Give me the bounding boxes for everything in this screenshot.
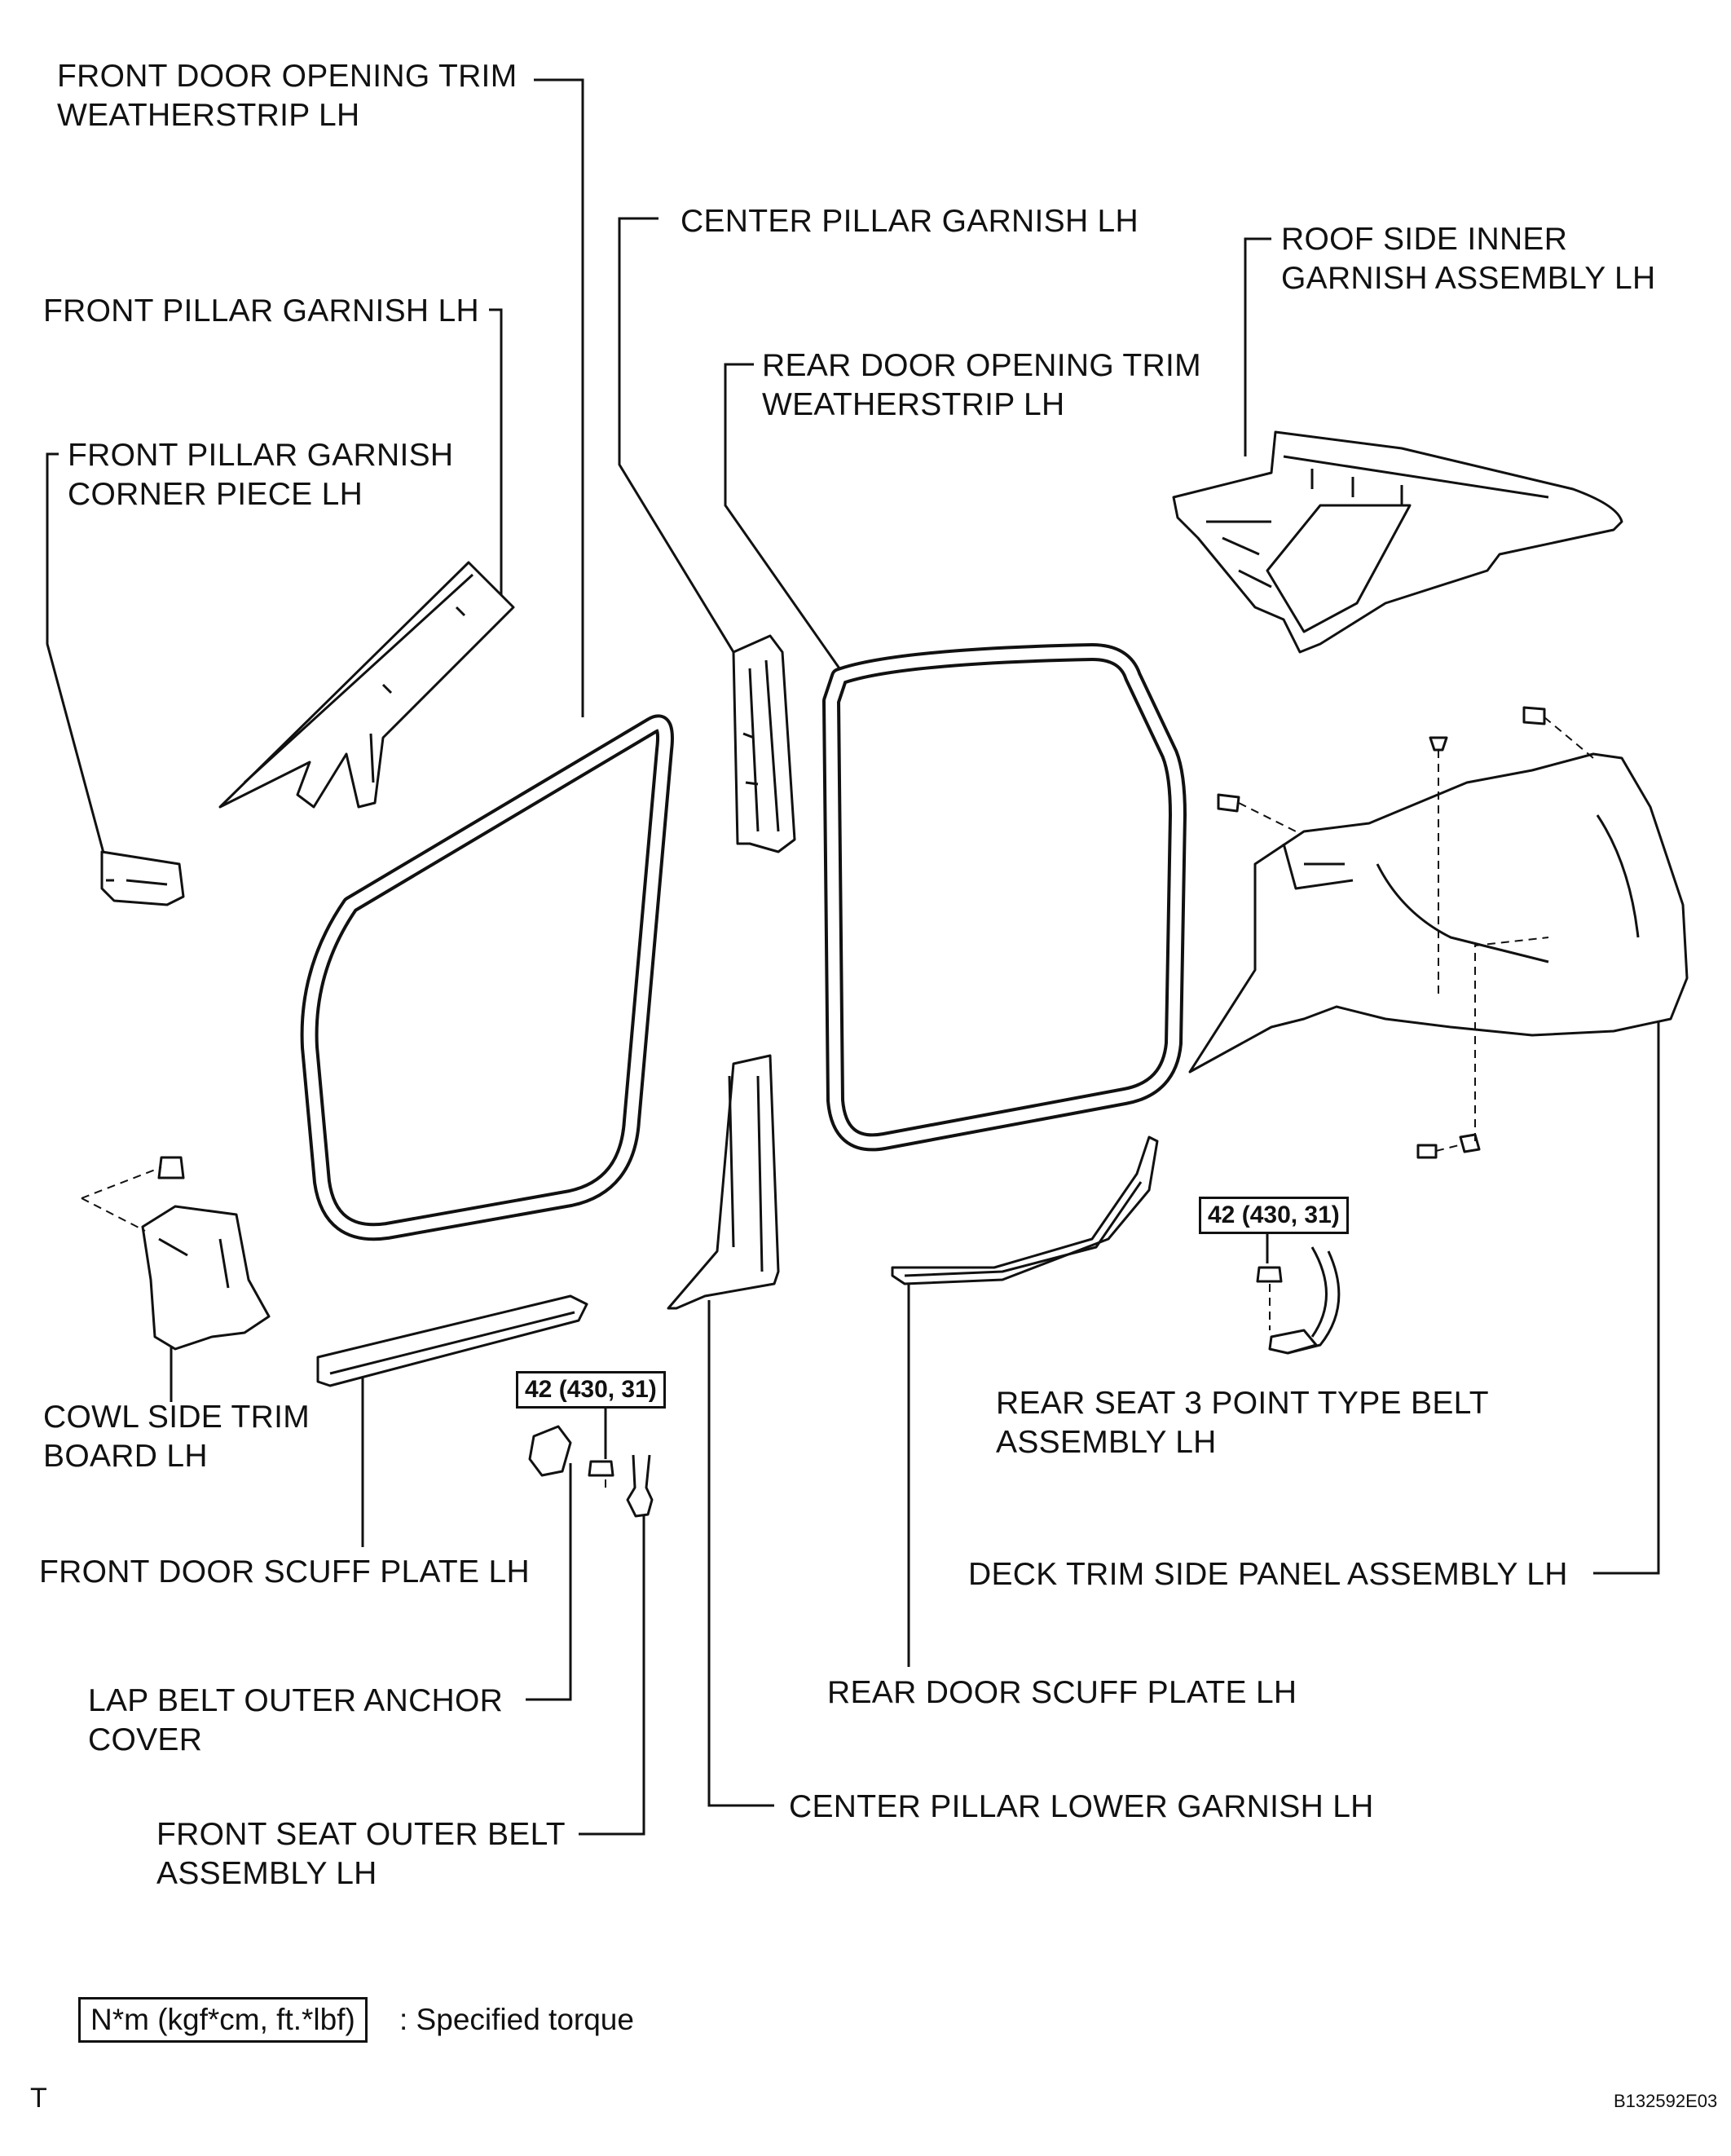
torque-rear-seat-belt: 42 (430, 31) <box>1199 1197 1349 1234</box>
rear-door-scuff-plate <box>891 1135 1159 1285</box>
torque-front-seat-belt: 42 (430, 31) <box>516 1371 666 1409</box>
figure-code: B132592E03 <box>1614 2091 1718 2111</box>
front-belt-bolt <box>588 1460 614 1477</box>
front-pillar-garnish <box>218 561 515 809</box>
center-pillar-garnish <box>732 634 796 853</box>
label-rear-seat-belt: REAR SEAT 3 POINT TYPE BELT ASSEMBLY LH <box>996 1386 1489 1460</box>
deck-nut-bottom <box>1459 1133 1481 1153</box>
leader-roof-side-inner-garnish <box>1244 237 1271 456</box>
front-door-scuff-plate <box>316 1294 588 1387</box>
label-front-door-opening-trim: FRONT DOOR OPENING TRIM WEATHERSTRIP LH <box>57 59 518 133</box>
rear-seat-belt <box>1287 1246 1341 1355</box>
label-cowl-side-trim-board: COWL SIDE TRIM BOARD LH <box>43 1400 311 1474</box>
cowl-side-trim-board <box>141 1205 271 1351</box>
leader-deck-trim-side-panel <box>1593 1019 1660 1575</box>
label-rear-door-opening-trim: REAR DOOR OPENING TRIM WEATHERSTRIP LH <box>762 348 1201 422</box>
label-front-pillar-garnish: FRONT PILLAR GARNISH LH <box>43 293 479 328</box>
leader-rear-door-opening-trim <box>724 363 841 669</box>
rear-belt-bolt <box>1256 1266 1283 1283</box>
label-lap-belt-anchor-cover: LAP BELT OUTER ANCHOR COVER <box>88 1683 504 1757</box>
leader-front-pillar-corner-piece <box>46 452 106 857</box>
leader-front-pillar-garnish <box>489 308 503 603</box>
label-front-door-scuff-plate: FRONT DOOR SCUFF PLATE LH <box>39 1554 530 1589</box>
label-front-pillar-corner-piece: FRONT PILLAR GARNISH CORNER PIECE LH <box>68 438 454 512</box>
label-roof-side-inner-garnish: ROOF SIDE INNER GARNISH ASSEMBLY LH <box>1281 222 1656 296</box>
lap-belt-anchor-cover <box>528 1425 572 1477</box>
cowl-clip <box>157 1156 185 1179</box>
leader-lap-belt-anchor-cover <box>526 1463 572 1701</box>
label-front-seat-outer-belt: FRONT SEAT OUTER BELT ASSEMBLY LH <box>156 1817 566 1891</box>
front-seat-outer-belt <box>626 1454 654 1518</box>
legend-torque-unit: N*m (kgf*cm, ft.*lbf) <box>78 1997 368 2043</box>
corner-mark: T <box>30 2083 47 2114</box>
deck-trim-side-panel <box>1188 752 1689 1074</box>
front-pillar-corner-piece <box>100 850 185 906</box>
leader-front-seat-outer-belt <box>579 1516 645 1836</box>
legend-torque-meaning: : Specified torque <box>399 2003 634 2036</box>
deck-clip-top <box>1429 736 1448 752</box>
label-rear-door-scuff-plate: REAR DOOR SCUFF PLATE LH <box>827 1675 1297 1710</box>
center-pillar-lower-garnish <box>667 1054 780 1310</box>
leader-front-door-opening-trim <box>534 78 584 717</box>
roof-side-inner-garnish <box>1172 430 1623 654</box>
front-door-weatherstrip <box>300 714 674 1241</box>
leader-center-pillar-lower-garnish <box>707 1300 774 1807</box>
rear-seat-belt-anchor <box>1268 1329 1318 1355</box>
deck-bolt-left <box>1217 793 1240 813</box>
deck-bolt-bottom <box>1416 1144 1438 1159</box>
label-deck-trim-side-panel: DECK TRIM SIDE PANEL ASSEMBLY LH <box>968 1557 1568 1592</box>
deck-bolt-top <box>1522 706 1546 725</box>
leader-center-pillar-garnish <box>618 217 735 653</box>
label-center-pillar-garnish: CENTER PILLAR GARNISH LH <box>681 204 1139 239</box>
label-center-pillar-lower-garnish: CENTER PILLAR LOWER GARNISH LH <box>789 1789 1374 1824</box>
rear-door-weatherstrip <box>822 643 1187 1152</box>
